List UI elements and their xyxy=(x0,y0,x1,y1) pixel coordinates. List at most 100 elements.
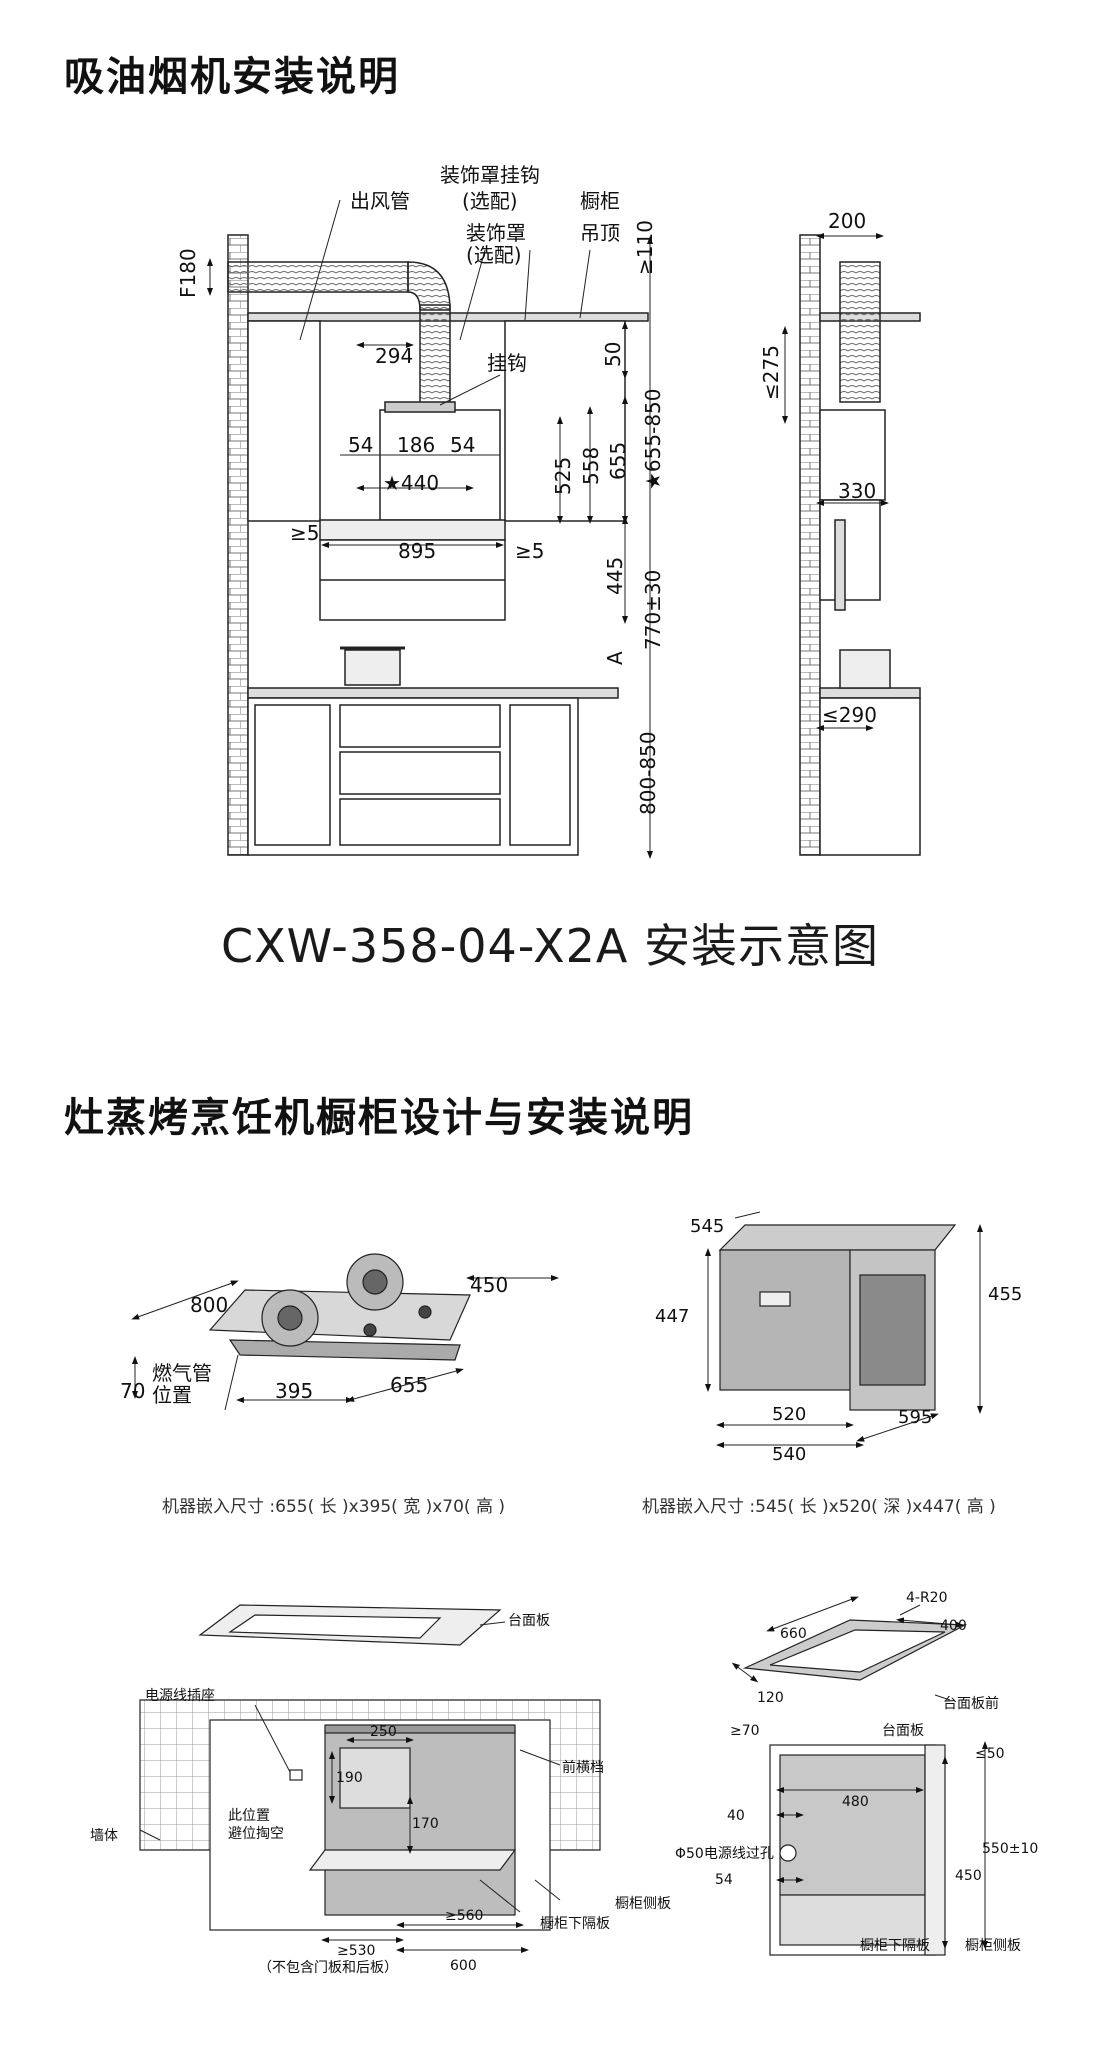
dim-480: 480 xyxy=(842,1794,869,1810)
duct-elbow xyxy=(407,261,451,311)
oven-side-body xyxy=(719,1249,851,1391)
pot xyxy=(344,649,401,686)
label-oven-lower-board: 橱柜下隔板 xyxy=(860,1938,930,1954)
dim-hob-395: 395 xyxy=(275,1379,313,1403)
label-r20: 4-R20 xyxy=(906,1590,948,1606)
hob-drawing xyxy=(131,1253,559,1411)
label-hook: 挂钩 xyxy=(487,351,527,375)
front-wall xyxy=(227,234,249,856)
oven-labels: 545 447 455 520 540 595 xyxy=(655,1216,1022,1465)
dim-ge5a: ≥5 xyxy=(290,521,319,545)
dim-ge5b: ≥5 xyxy=(515,539,544,563)
dim-le275: ≤275 xyxy=(759,345,783,400)
label-optional-2: (选配) xyxy=(466,243,522,267)
dim-f180: F180 xyxy=(176,248,200,298)
dim-445: 445 xyxy=(603,557,627,595)
base-cabinet xyxy=(247,697,579,856)
dim-120: 120 xyxy=(757,1690,784,1706)
dim-190: 190 xyxy=(336,1770,363,1786)
label-countertop: 台面板 xyxy=(508,1613,550,1629)
label-front-rail: 前横档 xyxy=(562,1759,604,1776)
label-cover: 装饰罩 xyxy=(466,221,526,245)
label-oven-side-board: 橱柜侧板 xyxy=(965,1938,1021,1954)
dim-oven-520: 520 xyxy=(772,1404,806,1425)
knob-right xyxy=(418,1305,432,1319)
cabinet-left xyxy=(247,320,321,522)
dim-ge560: ≥560 xyxy=(445,1908,483,1924)
dim-oven-455: 455 xyxy=(988,1284,1022,1305)
dim-a: A xyxy=(603,651,627,665)
label-cover-hook: 装饰罩挂钩 xyxy=(440,163,540,187)
oven-drawing xyxy=(705,1211,983,1448)
dim-50: 50 xyxy=(601,342,625,367)
label-gas-pipe-2: 位置 xyxy=(152,1383,192,1407)
dim-hob-70: 70 xyxy=(120,1379,145,1403)
cabinet-install-drawing xyxy=(139,1604,601,1953)
side-wall xyxy=(799,234,821,856)
side-view-labels: 200 ≤275 330 ≤290 xyxy=(759,209,877,727)
dim-hob-800: 800 xyxy=(190,1293,228,1317)
dim-hob-450: 450 xyxy=(470,1273,508,1297)
dim-294: 294 xyxy=(375,344,413,368)
label-cabinet: 橱柜 xyxy=(580,189,620,213)
dim-ge530: ≥530 xyxy=(337,1943,375,1959)
dim-800-850: 800-850 xyxy=(636,731,660,815)
dim-550: 550±10 xyxy=(982,1841,1038,1857)
label-ceiling: 吊顶 xyxy=(580,221,620,245)
dim-250: 250 xyxy=(370,1724,397,1740)
countertop xyxy=(247,687,619,699)
dim-600: 600 xyxy=(450,1958,477,1974)
hood-upper-cover xyxy=(379,409,501,521)
hood-labels: 出风管 装饰罩挂钩 (选配) 橱柜 装饰罩 (选配) 吊顶 挂钩 F180 ≥1… xyxy=(176,163,665,815)
dim-oven-540: 540 xyxy=(772,1444,806,1465)
oven-install-drawing xyxy=(731,1596,988,1956)
dim-ge110: ≥110 xyxy=(633,220,657,275)
label-oven-countertop: 台面板 xyxy=(882,1723,924,1739)
dim-oven-545: 545 xyxy=(690,1216,724,1237)
label-power-hole: Φ50电源线过孔 xyxy=(675,1846,774,1862)
hob-labels: 800 450 70 燃气管 位置 395 655 xyxy=(120,1273,508,1407)
dim-oven-447: 447 xyxy=(655,1306,689,1327)
dim-side-330: 330 xyxy=(838,479,876,503)
dim-ge70: ≥70 xyxy=(730,1723,760,1739)
cutout-area xyxy=(339,1747,411,1809)
label-wall: 墙体 xyxy=(90,1828,118,1844)
dim-400: 400 xyxy=(940,1618,967,1634)
dim-895: 895 xyxy=(398,539,436,563)
oven-embed-size-caption: 机器嵌入尺寸 :545( 长 )x520( 深 )x447( 高 ) xyxy=(642,1497,996,1517)
duct-vertical xyxy=(419,304,451,406)
power-socket xyxy=(289,1769,303,1781)
hood-mount-plate xyxy=(384,401,456,413)
dim-525: 525 xyxy=(551,457,575,495)
oven-top xyxy=(718,1224,957,1251)
label-here-1: 此位置 xyxy=(228,1808,270,1824)
cabinet-install-labels: 台面板 电源线插座 墙体 此位置 避位掏空 前横档 250 190 170 ≥5… xyxy=(90,1613,671,1976)
label-note: （不包含门板和后板） xyxy=(258,1960,398,1976)
power-hole xyxy=(779,1844,797,1862)
dim-170: 170 xyxy=(412,1816,439,1832)
hob-embed-size-caption: 机器嵌入尺寸 :655( 长 )x395( 宽 )x70( 高 ) xyxy=(162,1497,505,1517)
knob-left xyxy=(363,1323,377,1337)
label-socket: 电源线插座 xyxy=(145,1688,215,1704)
dim-54a: 54 xyxy=(348,433,373,457)
label-here-2: 避位掏空 xyxy=(228,1826,284,1842)
dim-450: 450 xyxy=(955,1868,982,1884)
label-lower-board: 橱柜下隔板 xyxy=(540,1916,610,1932)
oven-window xyxy=(859,1274,926,1386)
cabinet-section-title: 灶蒸烤烹饪机橱柜设计与安装说明 xyxy=(64,1095,694,1141)
label-front-top: 台面板前 xyxy=(943,1695,999,1712)
dim-54b: 54 xyxy=(450,433,475,457)
dim-770: 770±30 xyxy=(641,570,665,650)
hood-section-title: 吸油烟机安装说明 xyxy=(64,54,400,100)
dim-186: 186 xyxy=(397,433,435,457)
lower-shelf xyxy=(308,1849,517,1871)
dim-54: 54 xyxy=(715,1872,733,1888)
dim-655: 655 xyxy=(606,442,630,480)
dim-le290: ≤290 xyxy=(822,703,877,727)
dim-side-200: 200 xyxy=(828,209,866,233)
hood-body xyxy=(319,519,506,541)
front-rail-bar xyxy=(324,1724,516,1734)
dim-oven-595: 595 xyxy=(898,1407,932,1428)
dim-40: 40 xyxy=(727,1808,745,1824)
dim-558: 558 xyxy=(579,447,603,485)
